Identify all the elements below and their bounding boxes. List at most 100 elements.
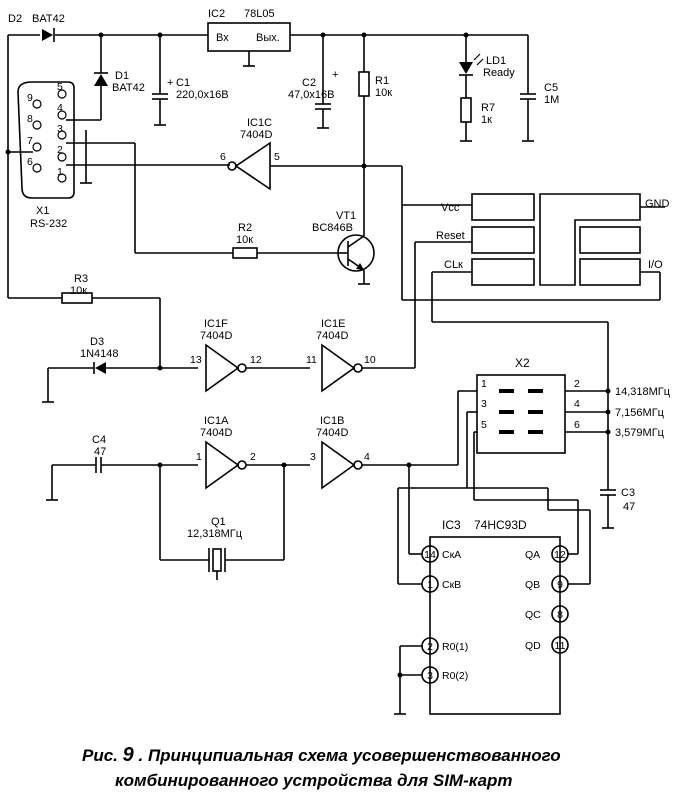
figure-caption: Рис. 9 . Принципиальная схема усовершенс…	[82, 744, 561, 790]
capacitor-c4: C4 47	[46, 434, 198, 501]
c3-value: 47	[623, 501, 635, 513]
d1-ref: D1	[115, 70, 129, 82]
inverter-ic1a: IC1A 7404D 1 2	[196, 415, 310, 490]
ic1b-ref: IC1B	[320, 415, 344, 427]
c3-ref: C3	[621, 487, 635, 499]
capacitor-c1: + C1 220,0х16В	[152, 32, 229, 126]
caption-text-1: . Принципиальная схема усовершенствованн…	[139, 746, 561, 765]
inverter-ic1f: IC1F 7404D 13 12	[190, 318, 310, 393]
diode-d2: D2 BAT42	[8, 13, 65, 42]
capacitor-c5: C5 1M	[520, 35, 559, 142]
ic3-label-qd: QD	[525, 640, 541, 652]
ic1b-value: 7404D	[316, 427, 348, 439]
ic3-label-qc: QC	[525, 609, 541, 621]
x1-pin-1: 1	[57, 166, 63, 178]
x1-pin-4: 4	[57, 102, 63, 114]
d2-ref: D2	[8, 13, 22, 25]
x1-pin-5: 5	[57, 81, 63, 93]
x2-pin-2: 2	[574, 378, 580, 390]
x1-pin-2: 2	[57, 144, 63, 156]
d2-value: BAT42	[32, 13, 65, 25]
ic1f-pin-in: 13	[190, 354, 202, 366]
ic3-value: 74HC93D	[474, 518, 527, 532]
sim-reset-label: Reset	[436, 230, 465, 242]
r1-ref: R1	[375, 75, 389, 87]
ic1c-ref: IC1C	[247, 117, 272, 129]
ld1-value: Ready	[483, 67, 515, 79]
x2-pin-3: 3	[481, 398, 487, 410]
x2-pin-1: 1	[481, 378, 487, 390]
r1-value: 10к	[375, 87, 392, 99]
d3-value: 1N4148	[80, 348, 119, 360]
inverter-ic1b: IC1B 7404D 3 4	[310, 415, 412, 490]
ic1c-value: 7404D	[240, 129, 272, 141]
ic3-pin-11: 11	[555, 640, 566, 652]
ic1c-pin-out: 6	[220, 151, 226, 163]
r3-value: 10к	[70, 285, 87, 297]
x2-ref: X2	[515, 356, 530, 370]
ic3-pin-8: 8	[557, 609, 563, 621]
c4-value: 47	[94, 446, 106, 458]
caption-line-1: Рис. 9 . Принципиальная схема усовершенс…	[82, 744, 561, 766]
caption-prefix: Рис.	[82, 746, 118, 765]
ic3-pin-9: 9	[557, 579, 563, 591]
freq-14mhz: 14,318МГц	[615, 386, 671, 398]
led-ld1: LD1 Ready	[459, 32, 515, 98]
capacitor-c3: C3 47	[600, 487, 635, 529]
sim-card-contacts: Vcc Reset CLк GND I/O	[364, 165, 670, 490]
ic3-label-qb: QB	[525, 579, 540, 591]
ic3-label-ckb: СкВ	[442, 579, 461, 591]
ic1b-pin-out: 4	[364, 451, 370, 463]
ic1a-ref: IC1A	[204, 415, 229, 427]
svg-text:+: +	[332, 69, 338, 81]
c1-value: 220,0х16В	[176, 89, 229, 101]
resistor-r2: R2 10к	[232, 222, 340, 259]
ic3-label-qa: QA	[525, 549, 540, 561]
r7-ref: R7	[481, 102, 495, 114]
x2-pin-4: 4	[574, 398, 580, 410]
counter-ic3: IC3 74HC93D 14 1 2 3 12 9 8 11 СкА СкВ R…	[394, 465, 591, 715]
resistor-r3: R3 10к	[61, 273, 161, 368]
c4-ref: C4	[92, 434, 106, 446]
x1-pin-7: 7	[27, 135, 33, 147]
top-rail	[7, 34, 528, 299]
d3-ref: D3	[90, 336, 104, 348]
x1-ref: X1	[36, 205, 49, 217]
ic1e-value: 7404D	[316, 330, 348, 342]
ic3-pin-3: 3	[427, 670, 433, 682]
crystal-q1: Q1 12,318МГц	[159, 465, 285, 580]
diode-d1: D1 BAT42	[70, 32, 145, 121]
resistor-r7: R7 1к	[460, 97, 495, 142]
ic2-pin-out: Вых.	[256, 32, 280, 44]
x1-pin-8: 8	[27, 113, 33, 125]
c1-ref: C1	[176, 77, 190, 89]
ic3-pin-12: 12	[554, 549, 566, 561]
ic3-pin-2: 2	[427, 641, 433, 653]
x1-value: RS-232	[30, 218, 67, 230]
capacitor-c2: + C2 47,0х16В	[288, 32, 338, 129]
q1-value: 12,318МГц	[187, 528, 243, 540]
x1-pin-3: 3	[57, 123, 63, 135]
resistor-r1: R1 10к	[358, 32, 392, 228]
freq-3mhz: 3,579МГц	[615, 427, 665, 439]
vt1-value: BC846B	[312, 222, 353, 234]
ic1f-value: 7404D	[200, 330, 232, 342]
svg-text:+: +	[167, 77, 173, 89]
r2-ref: R2	[238, 222, 252, 234]
c5-value: 1M	[544, 94, 559, 106]
caption-line-2: комбинированного устройства для SIM-карт	[115, 771, 513, 790]
sim-vcc-label: Vcc	[441, 202, 460, 214]
ic1a-value: 7404D	[200, 427, 232, 439]
connector-x1: 5 4 3 2 1 9 8 7 6 X1 RS-232	[5, 81, 233, 254]
r2-value: 10к	[236, 234, 253, 246]
jumper-x2: X2 1 3 5 2 4 6 14,318МГц 7,156МГц 3,579М…	[409, 356, 671, 500]
inverter-ic1e: IC1E 7404D 11 10	[306, 241, 472, 393]
ic1e-pin-out: 10	[364, 354, 376, 366]
sim-gnd-label: GND	[645, 198, 670, 210]
ic1b-pin-in: 3	[310, 451, 316, 463]
regulator-ic2: IC2 78L05 Вх Вых.	[207, 8, 291, 67]
ic3-label-r01: R0(1)	[442, 641, 468, 653]
q1-ref: Q1	[211, 516, 226, 528]
ic2-pin-in: Вх	[216, 32, 229, 44]
